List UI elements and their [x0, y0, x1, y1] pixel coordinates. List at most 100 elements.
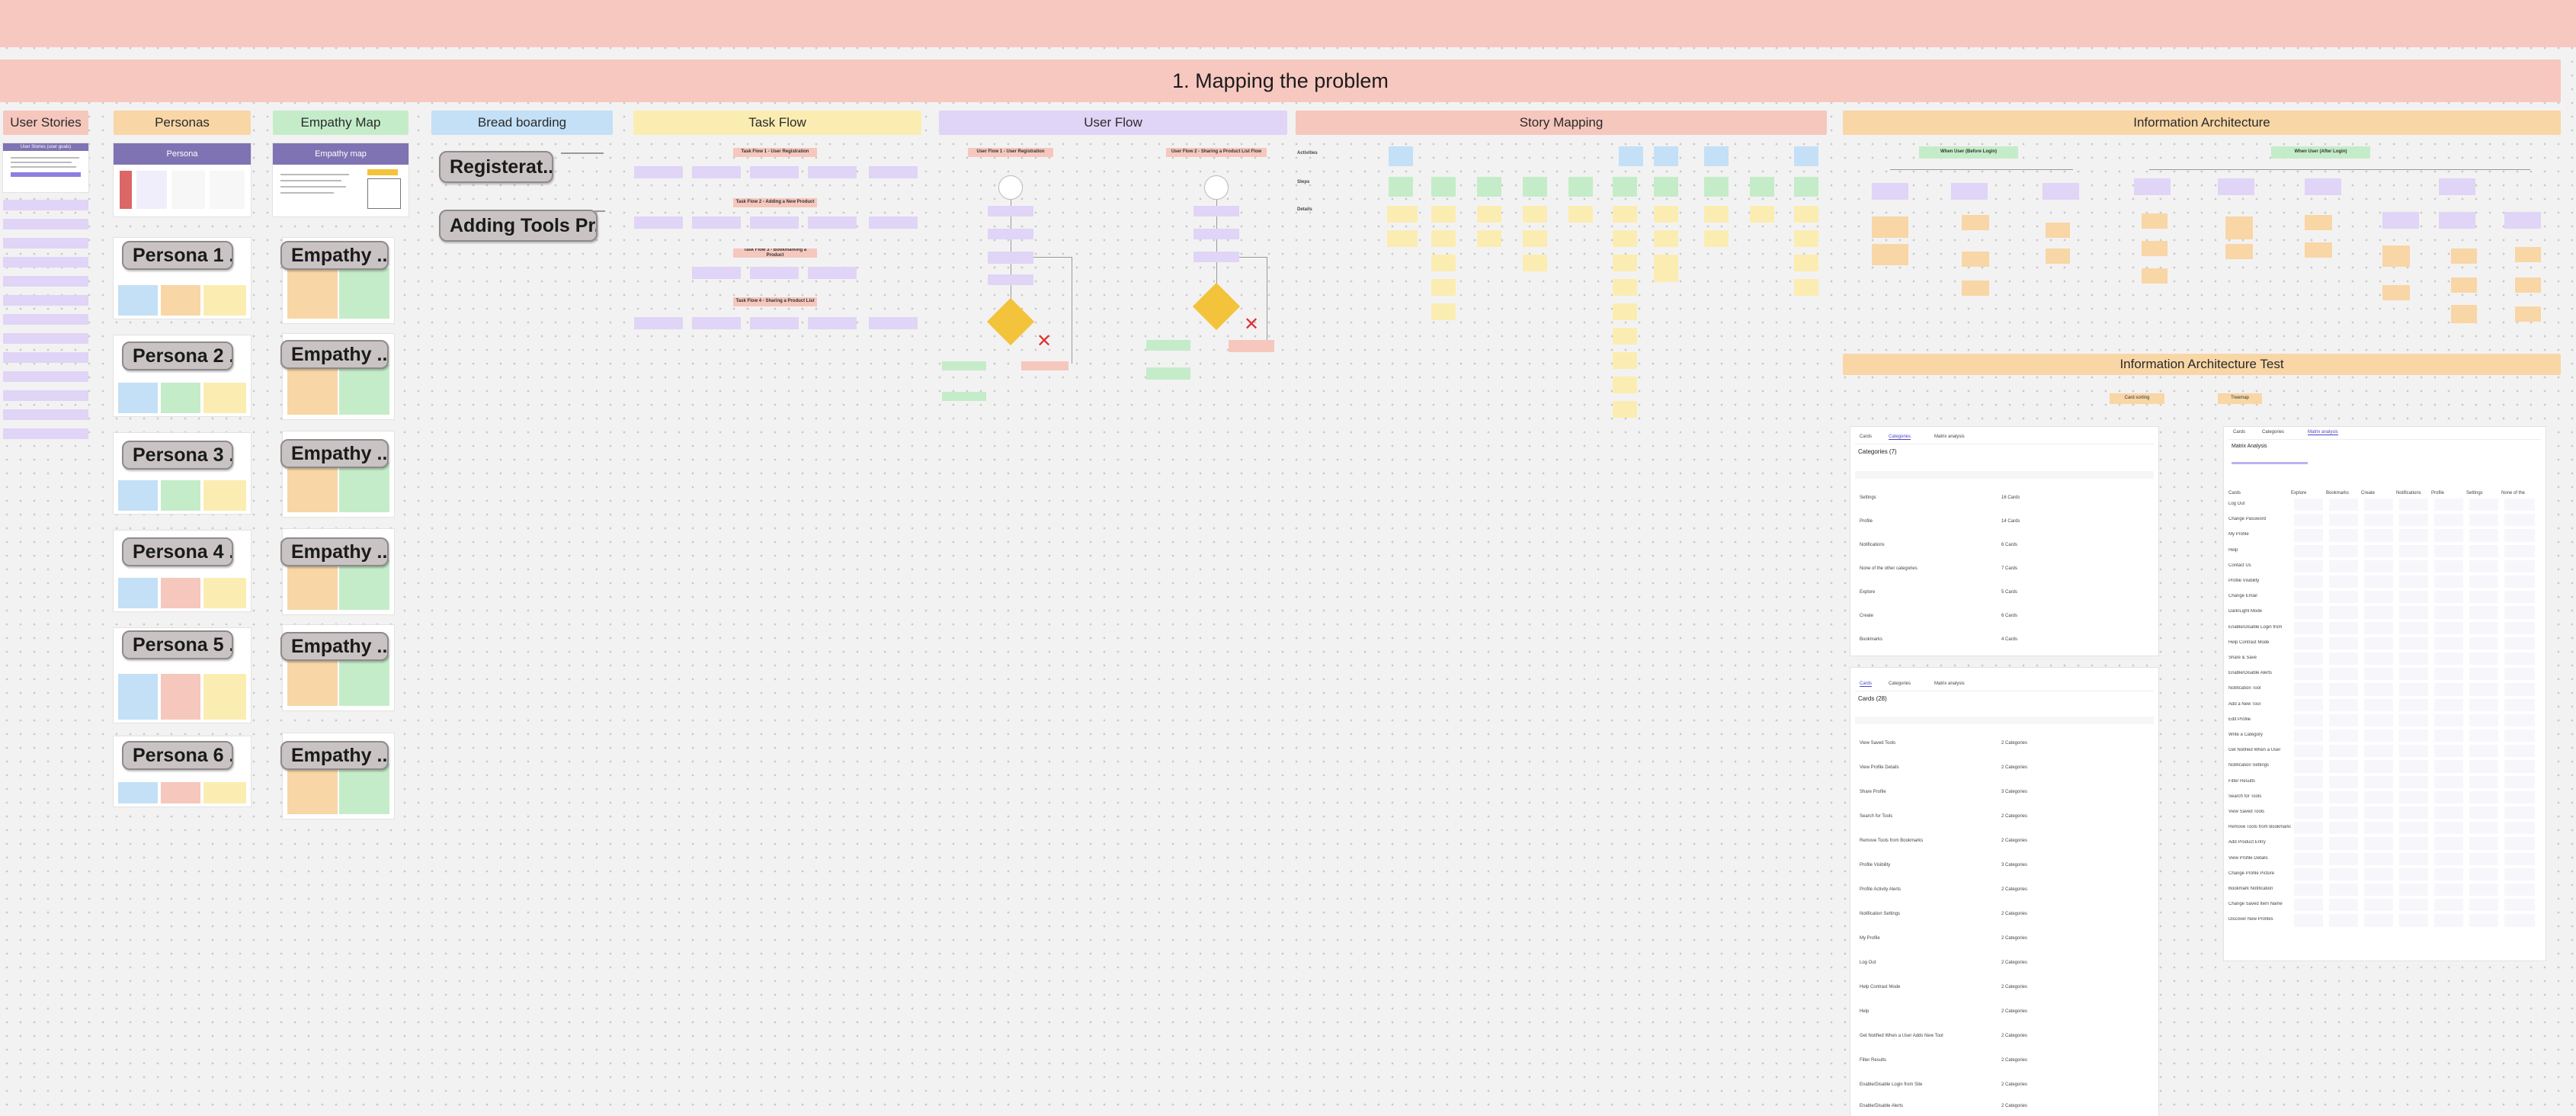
category-name[interactable]: Notifications — [1860, 543, 1885, 547]
ia-leaf[interactable] — [2382, 245, 2410, 267]
story-detail[interactable] — [1794, 230, 1818, 247]
ia-leaf[interactable] — [2225, 244, 2253, 259]
flow-start-node[interactable] — [998, 175, 1023, 200]
tab-matrix-analysis[interactable]: Matrix analysis — [1934, 435, 1965, 439]
tab-cards[interactable]: Cards — [2233, 430, 2246, 435]
empathy-card-1[interactable]: Empathy ... — [280, 241, 389, 270]
ia-node[interactable] — [2218, 178, 2254, 195]
empathy-card-5[interactable]: Empathy ... — [280, 632, 389, 661]
story-note[interactable] — [3, 409, 88, 420]
story-detail[interactable] — [1387, 230, 1418, 247]
story-detail[interactable] — [1477, 206, 1501, 223]
card-name[interactable]: Enable/Disable Alerts — [1860, 1104, 1904, 1108]
story-detail[interactable] — [1613, 255, 1637, 271]
story-detail[interactable] — [1704, 206, 1729, 223]
section-ia-test[interactable]: Information Architecture Test — [1843, 354, 2561, 375]
story-detail[interactable] — [1613, 279, 1637, 296]
tab-categories[interactable]: Categories — [2262, 430, 2285, 435]
story-detail[interactable] — [1794, 279, 1818, 296]
story-activity[interactable] — [1389, 146, 1413, 166]
decision-diamond[interactable] — [1192, 282, 1241, 331]
story-detail[interactable] — [1431, 279, 1456, 296]
story-step[interactable] — [1794, 177, 1818, 197]
tab-cards[interactable]: Cards — [1860, 681, 1873, 687]
ia-leaf[interactable] — [2046, 223, 2070, 238]
task-step[interactable] — [808, 216, 857, 229]
card-name[interactable]: Filter Results — [1860, 1058, 1887, 1063]
card-name[interactable]: Share Profile — [1860, 790, 1886, 794]
ia-root-after-login[interactable]: When User (After Login) — [2271, 146, 2370, 159]
story-note[interactable] — [3, 295, 88, 306]
story-note[interactable] — [3, 219, 88, 229]
story-note[interactable] — [3, 390, 88, 401]
tab-matrix-analysis[interactable]: Matrix analysis — [1934, 681, 1965, 686]
category-name[interactable]: Settings — [1860, 495, 1876, 500]
story-note[interactable] — [3, 314, 88, 325]
story-note[interactable] — [3, 238, 88, 249]
section-empathy-map[interactable]: Empathy Map — [273, 111, 409, 135]
category-name[interactable]: Bookmarks — [1860, 637, 1883, 642]
ia-leaf[interactable] — [2382, 285, 2410, 300]
empathy-card-3[interactable]: Empathy ... — [280, 439, 389, 468]
ia-node[interactable] — [2439, 212, 2475, 229]
user-flow-title-1[interactable]: User Flow 1 - User Registration — [968, 148, 1053, 157]
story-detail[interactable] — [1654, 206, 1678, 223]
ia-node[interactable] — [1951, 183, 1988, 200]
ia-leaf[interactable] — [2305, 215, 2332, 230]
flow-step[interactable] — [988, 229, 1033, 239]
story-detail[interactable] — [1794, 206, 1818, 223]
story-step[interactable] — [1750, 177, 1774, 197]
category-name[interactable]: Create — [1860, 614, 1874, 618]
story-detail[interactable] — [1794, 255, 1818, 271]
empathy-card-4[interactable]: Empathy ... — [280, 537, 389, 566]
story-detail[interactable] — [1477, 230, 1501, 247]
card-name[interactable]: View Saved Tools — [1860, 741, 1896, 746]
story-detail[interactable] — [1654, 230, 1678, 247]
ia-node[interactable] — [2504, 212, 2541, 229]
card-name[interactable]: Help Contrast Mode — [1860, 985, 1901, 989]
ia-node[interactable] — [2305, 178, 2341, 195]
card-name[interactable]: View Profile Details — [1860, 765, 1899, 770]
ia-leaf[interactable] — [2142, 268, 2167, 284]
story-detail[interactable] — [1613, 303, 1637, 320]
category-name[interactable]: Explore — [1860, 590, 1876, 595]
task-step[interactable] — [750, 216, 799, 229]
empathy-template-card[interactable]: Empathy map — [273, 143, 409, 216]
task-step[interactable] — [692, 216, 741, 229]
ia-node[interactable] — [1872, 183, 1908, 200]
chip-treemap[interactable]: Treemap — [2218, 393, 2262, 404]
story-step[interactable] — [1613, 177, 1637, 197]
story-activity[interactable] — [1704, 146, 1729, 166]
section-task-flow[interactable]: Task Flow — [633, 111, 921, 135]
ia-node[interactable] — [2382, 212, 2419, 229]
ia-root-before-login[interactable]: When User (Before Login) — [1919, 146, 2018, 159]
section-information-architecture[interactable]: Information Architecture — [1843, 111, 2561, 135]
card-name[interactable]: Help — [1860, 1009, 1870, 1014]
story-detail[interactable] — [1431, 255, 1456, 271]
flow-error-step[interactable] — [1021, 361, 1069, 370]
persona-card-1[interactable]: Persona 1 ... — [122, 241, 233, 270]
card-name[interactable]: Notification Settings — [1860, 912, 1901, 916]
card-name[interactable]: Profile Visibility — [1860, 863, 1891, 867]
tab-categories[interactable]: Categories — [1889, 435, 1911, 440]
story-note[interactable] — [3, 200, 88, 210]
story-detail[interactable] — [1523, 206, 1547, 223]
story-note[interactable] — [3, 371, 88, 382]
flow-step[interactable] — [1193, 206, 1239, 216]
story-detail[interactable] — [1750, 206, 1774, 223]
task-step[interactable] — [869, 216, 918, 229]
story-detail[interactable] — [1654, 255, 1678, 282]
story-detail[interactable] — [1568, 206, 1593, 223]
card-name[interactable]: Get Notified When a User Adds New Tool — [1860, 1034, 1943, 1038]
story-note[interactable] — [3, 276, 88, 287]
story-step[interactable] — [1431, 177, 1456, 197]
category-name[interactable]: Profile — [1860, 519, 1873, 524]
section-story-mapping[interactable]: Story Mapping — [1296, 111, 1827, 135]
task-flow-title-1[interactable]: Task Flow 1 - User Registration — [733, 148, 817, 157]
decision-diamond[interactable] — [986, 297, 1035, 346]
flow-step[interactable] — [988, 252, 1033, 264]
breadboard-card-adding-tools[interactable]: Adding Tools Pr... — [439, 210, 598, 242]
story-step[interactable] — [1523, 177, 1547, 197]
flow-step[interactable] — [988, 206, 1033, 216]
flow-start-node[interactable] — [1204, 175, 1229, 200]
